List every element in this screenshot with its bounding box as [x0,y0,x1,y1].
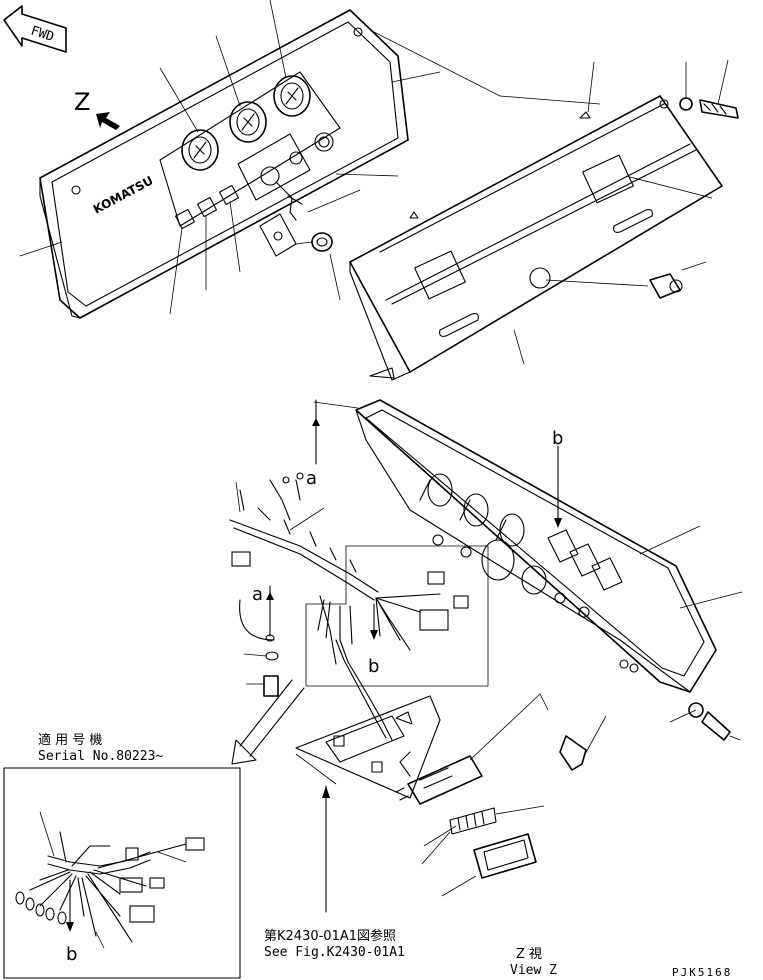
callout-b-middle: b [368,656,379,677]
fuse-cover [441,833,537,897]
bolt-icon [699,99,739,119]
komatsu-logo: KOMATSU [91,173,156,216]
view-label-jp: Z 視 [516,947,542,962]
connector-a-icon [231,551,251,567]
grommet-icon [311,232,333,252]
relay-assembly [395,693,549,805]
harness-bracket [295,695,441,799]
wiring-harness [229,472,469,741]
callout-b-upper: b [552,428,563,449]
fwd-arrow-icon: FWD [3,5,67,53]
harness-detail-box [305,545,489,687]
connector-c-icon [453,595,469,609]
serial-label-en: Serial No.80223~ [38,749,163,764]
key-switch-icon [260,166,280,186]
instrument-housing [355,399,743,741]
serial-inset: b [3,767,241,979]
callout-a-upper: a [306,468,317,489]
view-z-letter: Z [74,88,90,116]
bulb-icon [559,735,587,771]
bulb-connector-icon [649,273,681,299]
reference-label-en: See Fig.K2430-01A1 [264,945,405,960]
drawing-code: PJK5168 [672,966,732,979]
fuse-strip [421,805,545,865]
gauge-left [181,129,219,171]
fwd-label: FWD [29,24,56,46]
gauge-right [273,75,311,117]
view-z-arrow-icon [96,112,120,130]
view-label-en: View Z [510,963,557,978]
callout-a-lower: a [252,584,263,605]
monitor-panel: KOMATSU [19,0,441,319]
callout-b-inset: b [66,944,77,965]
connector-b-icon [419,609,449,631]
rear-cover-panel [349,29,739,381]
serial-label-jp: 適 用 号 機 [38,732,102,748]
reference-label-jp: 第K2430-01A1図参照 [264,928,396,944]
pilot-lamp-icon [314,132,334,152]
gauge-middle [229,101,267,143]
washer-icon [679,97,693,111]
